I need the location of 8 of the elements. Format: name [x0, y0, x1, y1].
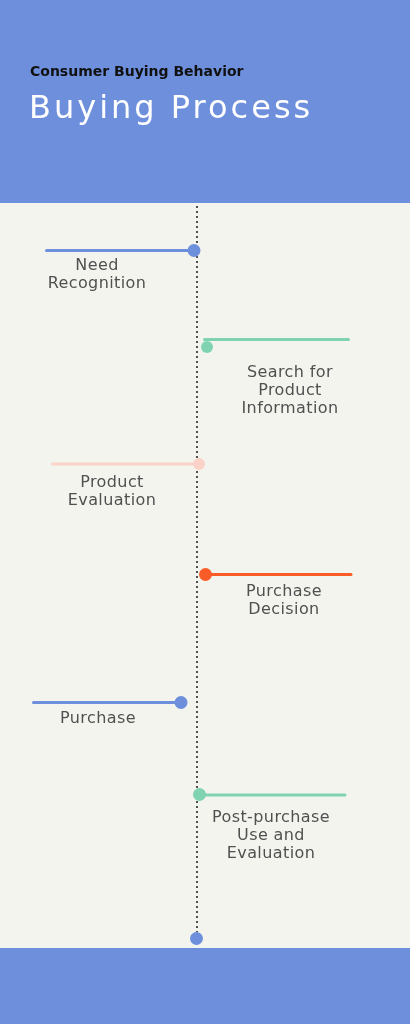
step-label: Purchase	[57, 709, 139, 727]
step-label: Post-purchase Use and Evaluation	[203, 808, 339, 862]
step-label: Product Evaluation	[64, 473, 160, 509]
title: Buying Process	[29, 88, 314, 126]
step-label: Search for Product Information	[238, 363, 342, 417]
subtitle: Consumer Buying Behavior	[30, 63, 244, 80]
step-label: Need Recognition	[42, 256, 152, 292]
step-label: Purchase Decision	[242, 582, 326, 618]
